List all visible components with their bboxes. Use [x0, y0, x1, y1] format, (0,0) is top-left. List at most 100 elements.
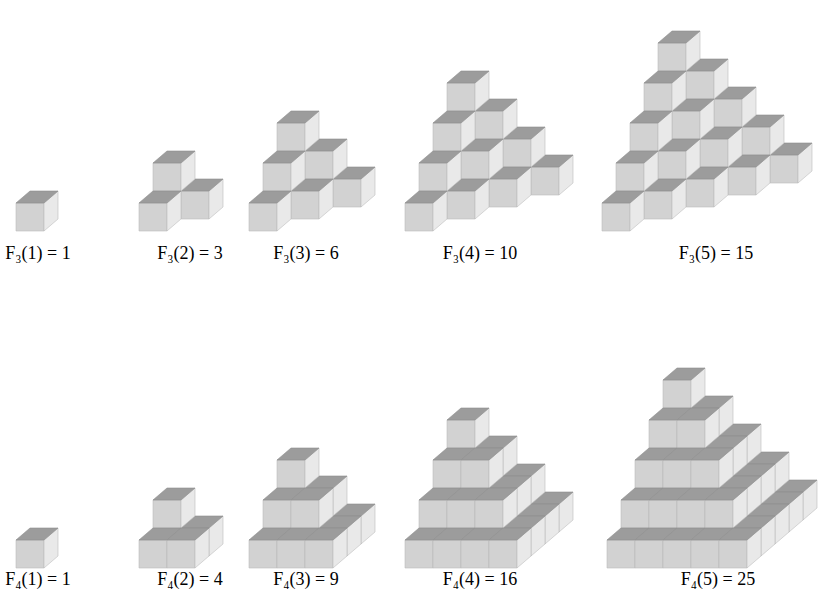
cube — [602, 191, 644, 231]
cube-front — [742, 127, 770, 155]
cube-top — [644, 71, 686, 83]
cube-top — [447, 408, 489, 420]
cube-stack — [16, 528, 58, 568]
cube-front — [153, 500, 181, 528]
cube — [616, 151, 658, 191]
cube-top — [461, 448, 503, 460]
cube — [305, 528, 347, 568]
cube-front — [658, 151, 686, 179]
cube — [630, 111, 672, 151]
cube-front — [531, 167, 559, 195]
figurate-number-label: F₃(1) = 1 — [5, 243, 70, 265]
cube-front — [16, 540, 44, 568]
cube-top — [616, 151, 658, 163]
cube — [277, 448, 319, 488]
figurate-number-label: F₄(4) = 16 — [443, 569, 517, 591]
cube-top — [305, 528, 347, 540]
cube — [249, 191, 291, 231]
cube — [489, 528, 531, 568]
cube-front — [677, 500, 705, 528]
cube-front — [139, 540, 167, 568]
cube — [167, 528, 209, 568]
cube-front — [489, 540, 517, 568]
cube-top — [277, 111, 319, 123]
cube-front — [700, 139, 728, 167]
cube-front — [305, 540, 333, 568]
cube-top — [433, 111, 475, 123]
figurate-number-label: F₄(5) = 25 — [681, 569, 755, 591]
cube-stack — [607, 368, 817, 568]
cube-top — [602, 191, 644, 203]
cube-top — [447, 71, 489, 83]
cube — [447, 408, 489, 448]
cube-front — [663, 380, 691, 408]
cube-front — [770, 155, 798, 183]
cube-top — [663, 368, 705, 380]
cube-top — [16, 528, 58, 540]
cube-front — [447, 83, 475, 111]
cube-front — [714, 99, 742, 127]
cube-front — [249, 540, 277, 568]
cube — [16, 191, 58, 231]
cube — [153, 151, 195, 191]
cube-top — [705, 488, 747, 500]
cube-front — [728, 167, 756, 195]
cube-front — [686, 71, 714, 99]
cube-front — [691, 540, 719, 568]
cube-front — [621, 500, 649, 528]
cube-front — [405, 203, 433, 231]
cube — [263, 151, 305, 191]
figurate-number-label: F₃(2) = 3 — [157, 243, 222, 265]
cube-stack — [139, 488, 223, 568]
cube — [719, 528, 761, 568]
figurate-number-label: F₃(5) = 15 — [679, 243, 753, 265]
cube-top — [139, 191, 181, 203]
cube-front — [263, 163, 291, 191]
cube-stack — [249, 111, 375, 231]
cube-stack — [405, 71, 573, 231]
cube-top — [719, 528, 761, 540]
figurate-number-label: F₃(3) = 6 — [273, 243, 338, 265]
cube — [691, 448, 733, 488]
cube-front — [433, 123, 461, 151]
cube — [705, 488, 747, 528]
cube-front — [705, 500, 733, 528]
cube-front — [333, 179, 361, 207]
cube-front — [607, 540, 635, 568]
cube-top — [153, 488, 195, 500]
cube — [677, 408, 719, 448]
cube-front — [461, 460, 489, 488]
cube-front — [475, 500, 503, 528]
cube-front — [263, 500, 291, 528]
figurate-number-label: F₃(4) = 10 — [443, 243, 517, 265]
cube-front — [691, 460, 719, 488]
cube-front — [644, 83, 672, 111]
cube-front — [277, 123, 305, 151]
cube-stack — [405, 408, 573, 568]
cube-front — [635, 540, 663, 568]
cube-front — [291, 500, 319, 528]
cube-front — [419, 163, 447, 191]
cube-stack — [249, 448, 375, 568]
cube-top — [677, 408, 719, 420]
cube-top — [263, 151, 305, 163]
cube-top — [16, 191, 58, 203]
cube-stack — [16, 191, 58, 231]
cube-front — [649, 420, 677, 448]
cube-front — [447, 191, 475, 219]
cube-top — [277, 448, 319, 460]
cube — [291, 488, 333, 528]
cube-front — [677, 420, 705, 448]
cube — [461, 448, 503, 488]
cube-top — [419, 151, 461, 163]
cube — [663, 368, 705, 408]
cube-top — [691, 448, 733, 460]
cube — [153, 488, 195, 528]
cube-front — [277, 540, 305, 568]
cube-front — [405, 540, 433, 568]
cube-stack — [602, 31, 812, 231]
cube-front — [644, 191, 672, 219]
cube-top — [630, 111, 672, 123]
cube-front — [649, 500, 677, 528]
